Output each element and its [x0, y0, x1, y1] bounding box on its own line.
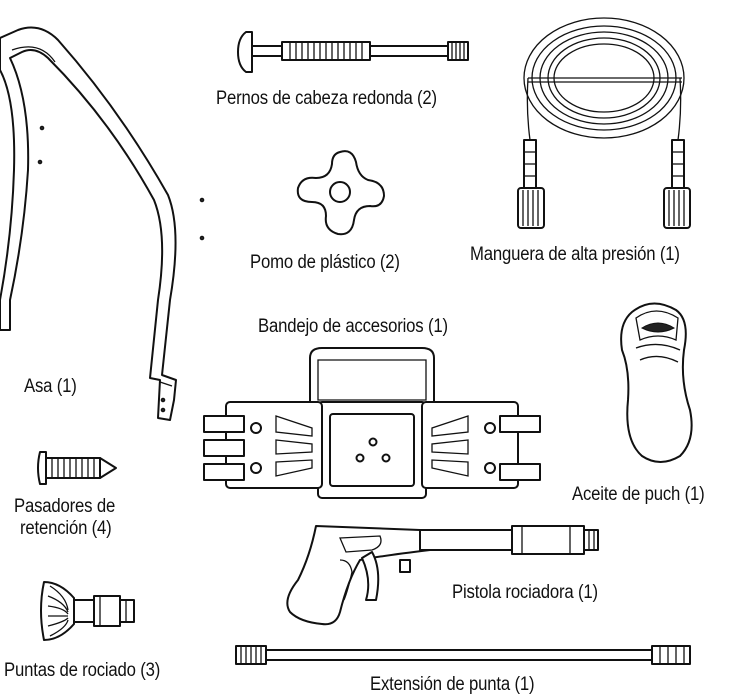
pins-label-line1: Pasadores de — [14, 496, 116, 517]
hose-illustration — [517, 17, 691, 229]
knob-label: Pomo de plástico (2) — [250, 252, 400, 273]
pins-illustration — [37, 451, 117, 485]
tips-label: Puntas de rociado (3) — [4, 660, 161, 681]
gun-label: Pistola rociadora (1) — [452, 582, 598, 603]
handle-illustration — [0, 26, 205, 421]
extension-label: Extensión de punta (1) — [370, 674, 535, 695]
tray-label: Bandejo de accesorios (1) — [258, 316, 448, 337]
oil-label: Aceite de puch (1) — [572, 484, 705, 505]
gun-illustration — [286, 525, 599, 626]
pins-label-line2: retención (4) — [20, 518, 112, 539]
hose-label: Manguera de alta presión (1) — [470, 244, 680, 265]
knob-illustration — [296, 150, 385, 236]
bolts-label: Pernos de cabeza redonda (2) — [216, 88, 437, 109]
tray-illustration — [203, 347, 541, 499]
handle-label: Asa (1) — [24, 376, 77, 397]
tips-illustration — [40, 581, 135, 641]
oil-illustration — [620, 302, 693, 463]
bolts-illustration — [237, 31, 469, 73]
extension-illustration — [235, 645, 691, 665]
